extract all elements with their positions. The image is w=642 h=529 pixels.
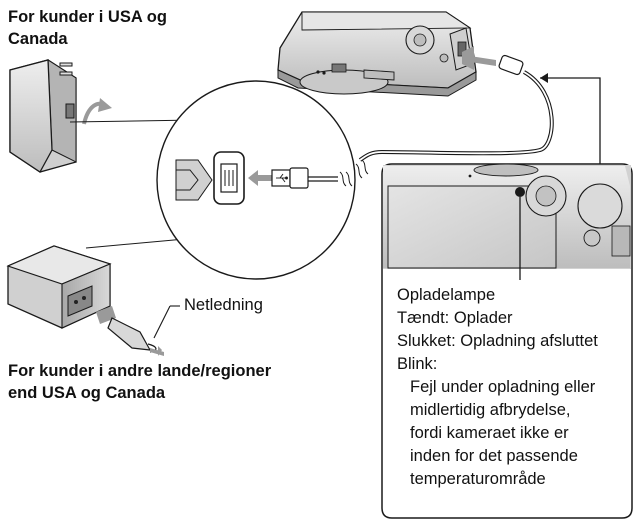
power-cord: [96, 305, 180, 356]
power-cord-label: Netledning: [184, 296, 263, 314]
charge-lamp-blink-line: inden for det passende: [410, 447, 578, 465]
other-regions-label-line1: For kunder i andre lande/regioner: [8, 362, 272, 380]
charge-lamp-blink-line: temperaturområde: [410, 470, 546, 488]
camera-top-view: [277, 11, 477, 97]
other-regions-label-line2: end USA og Canada: [8, 384, 166, 402]
charge-lamp-description: Opladelampe Tændt: Oplader Slukket: Opla…: [397, 284, 637, 491]
connector-magnifier: [69, 80, 356, 280]
us-charger: [9, 59, 77, 173]
charge-lamp-blink-line: midlertidig afbrydelse,: [410, 401, 571, 419]
rotate-arrow-icon: [82, 98, 112, 125]
other-regions-label: For kunder i andre lande/regioner end US…: [8, 360, 271, 404]
us-canada-label: For kunder i USA og Canada: [8, 6, 167, 50]
micro-usb-plug: [355, 46, 554, 179]
us-canada-label-line1: For kunder i USA og: [8, 8, 167, 26]
usb-trident-icon: [276, 173, 288, 183]
charge-lamp-off: Slukket: Opladning afsluttet: [397, 332, 598, 350]
charge-lamp-blink-line: Fejl under opladning eller: [410, 378, 596, 396]
charge-lamp-title: Opladelampe: [397, 286, 496, 304]
us-canada-label-line2: Canada: [8, 30, 68, 48]
charge-lamp-blink-line: fordi kameraet ikke er: [410, 424, 569, 442]
charge-lamp-on: Tændt: Oplader: [397, 309, 513, 327]
charge-lamp-callout: [381, 163, 633, 519]
intl-charger: [6, 245, 112, 329]
charge-lamp-blink-title: Blink:: [397, 355, 438, 373]
